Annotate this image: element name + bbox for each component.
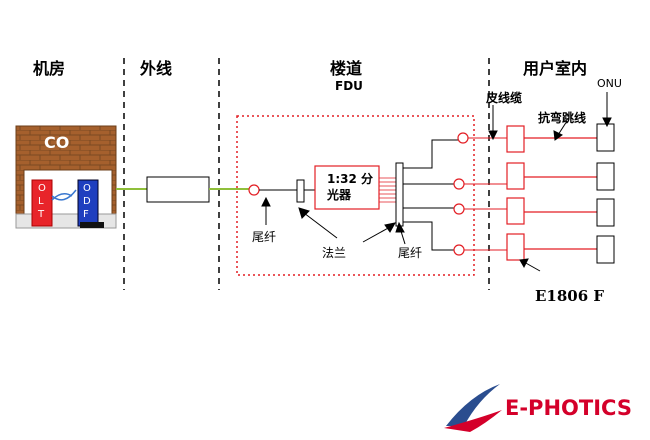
onu-2 [596,162,615,191]
pigtail-connector [248,184,260,196]
section-outside-line: 外线 [140,59,173,78]
patch-cord [51,189,77,201]
fdu-label: FDU [335,79,363,93]
splitter-label-1: 1:32 分 [327,172,374,186]
splitter-box [314,165,380,210]
indoor-outlet-4 [506,233,525,261]
model-label: E1806 F [535,287,605,305]
splice-closure [146,176,210,203]
splitter-label-2: 光器 [327,188,352,202]
bend-jumper-label: 抗弯跳线 [538,111,587,125]
olt-cabinet [31,179,53,227]
e-photics-logo-icon [444,384,502,432]
output-fibers [403,139,458,251]
flange-panel [395,162,404,227]
drop-cable-label: 皮线缆 [486,91,523,105]
olt-label: OLT [38,183,46,220]
onu-label: ONU [597,77,622,90]
fdu-box [236,115,475,276]
e-photics-logo-text: E-PHOTICS [505,396,632,420]
pointer-arrows [261,92,612,272]
co-building [15,125,117,229]
output-connector-3 [453,203,465,215]
onu-4 [596,235,615,264]
pigtail-label-left: 尾纤 [252,230,277,244]
pigtail-label-right: 尾纤 [398,246,423,260]
onu-1 [596,123,615,152]
output-connector-1 [457,132,469,144]
odf-label: ODF [83,183,91,220]
section-corridor: 楼道 [330,59,363,78]
flange-label: 法兰 [322,246,347,260]
output-connector-4 [453,244,465,256]
bend-insensitive-jumpers [524,137,597,250]
section-indoor: 用户室内 [523,59,588,78]
splitter-output-lines [379,177,396,203]
section-machine-room: 机房 [33,59,66,78]
indoor-outlet-2 [506,162,525,190]
indoor-outlet-3 [506,197,525,225]
drop-cables [464,137,507,251]
flange-left [296,179,305,203]
indoor-outlet-1 [506,125,525,153]
onu-3 [596,198,615,227]
co-label: CO [44,133,70,152]
output-connector-2 [453,178,465,190]
